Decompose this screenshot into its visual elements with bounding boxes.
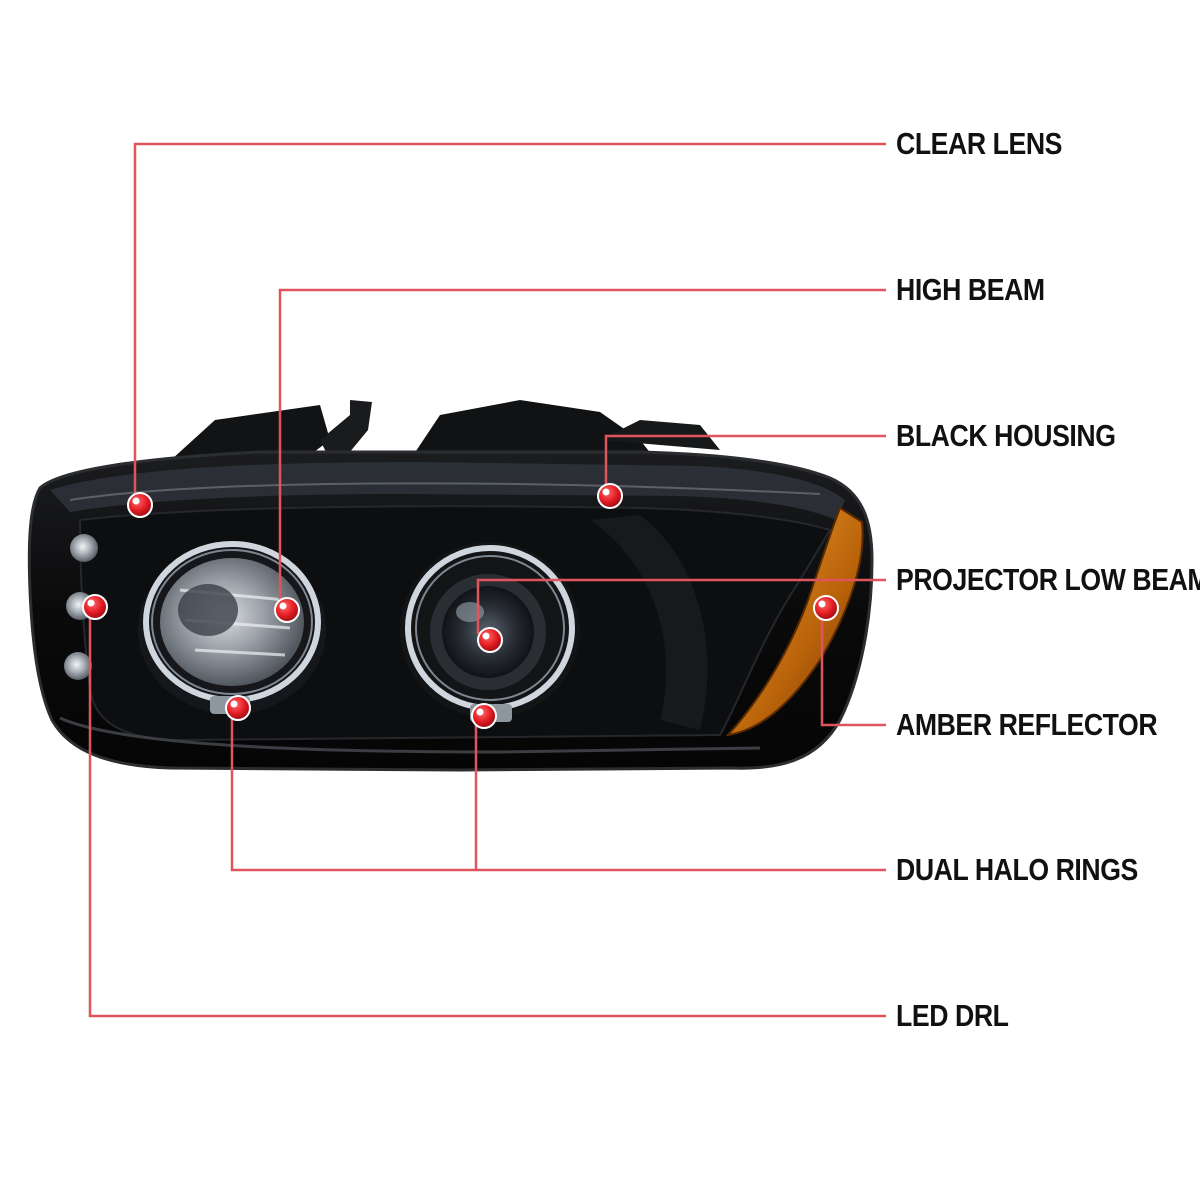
marker-dot-projector-low-beam xyxy=(477,627,503,653)
label-high-beam: HIGH BEAM xyxy=(896,272,1045,307)
marker-dot-high-beam xyxy=(274,597,300,623)
amber-reflector-lens xyxy=(725,506,864,737)
high-beam-lamp xyxy=(138,541,326,714)
leader-line-amber-reflector xyxy=(820,606,886,727)
leader-line-high-beam xyxy=(278,288,886,607)
label-clear-lens: CLEAR LENS xyxy=(896,126,1063,161)
marker-dot-amber-reflector xyxy=(813,595,839,621)
clear-lens-strip xyxy=(50,462,845,520)
leader-lines xyxy=(88,142,886,1018)
label-dual-halo-rings: DUAL HALO RINGS xyxy=(896,852,1138,887)
leader-line-black-housing xyxy=(604,434,886,494)
label-led-drl: LED DRL xyxy=(896,998,1009,1033)
mount-bracket xyxy=(410,400,660,465)
housing-relief xyxy=(590,515,708,730)
marker-dot-clear-lens xyxy=(127,492,153,518)
label-amber-reflector: AMBER REFLECTOR xyxy=(896,707,1158,742)
callout-markers xyxy=(82,483,839,729)
leader-line-led-drl xyxy=(88,607,886,1018)
leader-line-clear-lens xyxy=(133,142,886,503)
marker-dot-dual-halo-rings xyxy=(471,703,497,729)
marker-dot-led-drl xyxy=(82,594,108,620)
marker-dot-dual-halo-rings xyxy=(225,695,251,721)
headlight-image xyxy=(27,400,874,772)
label-projector-low-beam: PROJECTOR LOW BEAM xyxy=(896,562,1200,597)
marker-dot-black-housing xyxy=(597,483,623,509)
leader-line-dual-halo-rings xyxy=(230,710,886,872)
lower-trim xyxy=(59,716,761,754)
label-black-housing: BLACK HOUSING xyxy=(896,418,1116,453)
leader-line-projector-low-beam xyxy=(476,578,886,634)
